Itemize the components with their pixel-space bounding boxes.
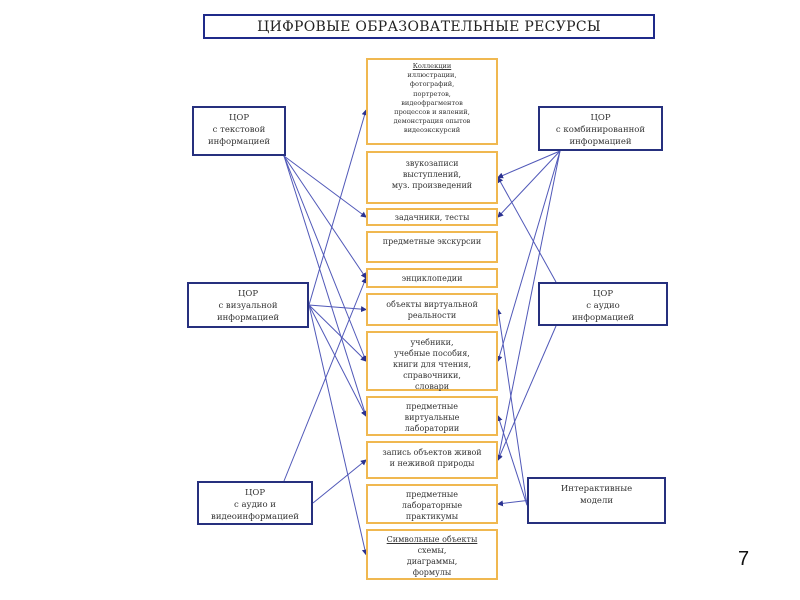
resource-symbolic-objects: Символьные объекты схемы, диаграммы, фор… [366,529,498,580]
resource-line: звукозаписи [405,159,459,168]
resource-line: фотографий, [409,80,455,89]
arrow-text-to-encyclopedias [283,155,367,279]
source-label: ЦОР [237,289,259,299]
resource-line: энциклопедии [401,274,463,283]
source-label: Интерактивные [560,484,633,494]
source-label: ЦОР [228,113,250,123]
source-label: информацией [569,137,632,147]
source-audio-video-info: ЦОР с аудио и видеоинформацией [197,481,313,525]
resource-line: иллюстрации, [407,71,457,80]
arrow-visual-to-labs [308,304,367,417]
source-label: модели [579,496,614,506]
source-label: видеоинформацией [211,512,299,522]
resource-line: выступлений, [402,170,462,179]
resource-line: процессов и явлений, [394,108,470,117]
resource-heading: Коллекции [412,62,452,70]
arrow-visual-to-vr [308,304,367,313]
resource-nature-recordings: запись объектов живой и неживой природы [366,441,498,479]
source-label: ЦОР [244,488,266,498]
resource-line: задачники, тесты [394,213,470,222]
arrow-visual-to-symbolic [308,304,368,556]
resource-encyclopedias: энциклопедии [366,268,498,288]
resource-line: учебники, [410,338,454,347]
source-label: с текстовой [212,125,266,135]
arrow-interactive-to-labs [496,415,528,506]
source-visual-info: ЦОР с визуальной информацией [187,282,309,328]
resource-line: видеоэкскурсий [403,126,461,135]
arrow-text-to-tasks [283,155,367,218]
arrow-interactive-to-practicums [497,500,528,507]
resource-textbooks: учебники, учебные пособия, книги для чте… [366,331,498,391]
resource-line: формулы [412,568,452,577]
arrow-combined-to-sound [497,150,561,179]
resource-line: предметные экскурсии [382,237,482,246]
resource-heading: Символьные объекты [386,535,478,544]
source-audio-info: ЦОР с аудио информацией [538,282,668,326]
resource-tasks-tests: задачники, тесты [366,208,498,226]
arrow-combined-to-textbooks [496,150,561,362]
source-label: информацией [216,313,280,323]
resource-lab-practicums: предметные лабораторные практикумы [366,484,498,524]
resource-line: практикумы [405,512,459,521]
resource-line: лаборатории [404,424,460,433]
resource-line: книги для чтения, [392,360,472,369]
arrow-visual-to-textbooks [308,304,367,362]
arrow-av-to-encyclopedias [283,277,367,482]
page-number: 7 [738,548,750,570]
resource-line: объекты виртуальной [386,300,478,309]
resource-line: реальности [407,311,457,320]
resource-line: справочники, [403,371,461,380]
source-label: информацией [207,137,271,147]
source-text-info: ЦОР с текстовой информацией [192,106,286,156]
resource-line: учебные пособия, [394,349,470,358]
resource-virtual-reality: объекты виртуальной реальности [366,293,498,326]
source-label: с комбинированной [555,125,646,135]
resource-line: виртуальные [404,413,460,422]
arrow-interactive-to-vr [495,308,528,506]
source-interactive-models: Интерактивные модели [527,477,666,524]
arrow-visual-to-collections [308,109,368,306]
arrow-combined-to-tasks [497,150,561,218]
source-combined-info: ЦОР с комбинированной информацией [538,106,663,151]
source-label: ЦОР [590,113,611,123]
resource-line: видеофрагментов [401,98,463,107]
source-label: с аудио и [234,500,276,510]
source-label: с визуальной [218,301,278,311]
source-label: ЦОР [592,289,614,299]
arrow-av-to-nature [312,459,367,504]
resource-sound-recordings: звукозаписи выступлений, муз. произведен… [366,151,498,204]
resource-line: демонстрация опытов [393,117,471,126]
diagram-title: ЦИФРОВЫЕ ОБРАЗОВАТЕЛЬНЫЕ РЕСУРСЫ [203,14,655,39]
arrow-audio-to-sound [497,176,557,283]
arrow-combined-to-nature [496,150,561,461]
resource-line: схемы, [417,546,447,555]
arrow-text-to-textbooks [283,155,367,362]
resource-line: и неживой природы [389,459,475,468]
resource-line: предметные [406,402,458,411]
resource-line: предметные [406,490,458,499]
resource-line: лабораторные [401,501,463,510]
resource-line: словари [414,382,450,391]
resource-line: диаграммы, [406,557,458,566]
resource-virtual-labs: предметные виртуальные лаборатории [366,396,498,436]
resource-line: муз. произведений [391,181,473,190]
resource-line: портретов, [413,89,451,98]
arrow-audio-to-nature [497,325,557,461]
source-label: информацией [571,313,635,323]
arrow-text-to-labs [283,155,368,417]
resource-subject-excursions: предметные экскурсии [366,231,498,263]
resource-line: запись объектов живой [382,448,482,457]
source-label: с аудио [586,301,620,311]
resource-collections: Коллекции иллюстрации, фотографий, портр… [366,58,498,145]
